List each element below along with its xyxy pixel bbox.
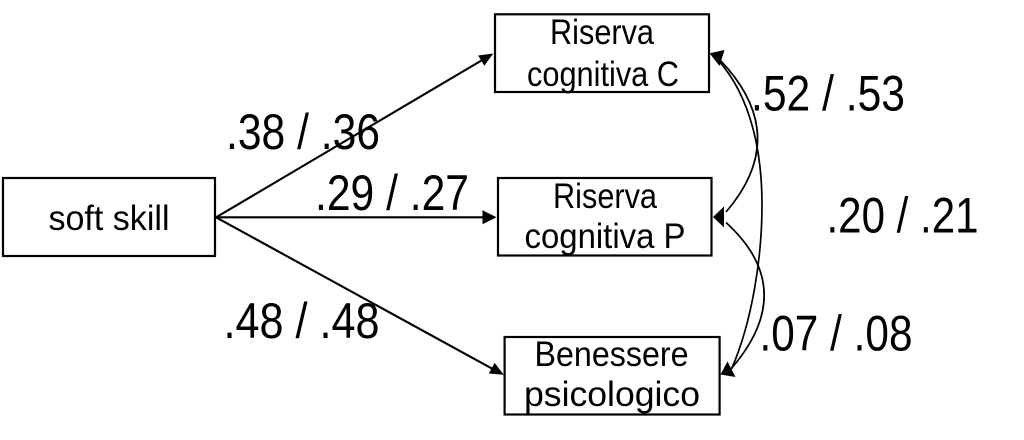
svg-text:.29 / .27: .29 / .27 (315, 165, 469, 221)
svg-text:psicologico: psicologico (524, 375, 700, 414)
svg-text:.48 / .48: .48 / .48 (224, 293, 380, 349)
svg-text:.20 / .21: .20 / .21 (827, 188, 979, 244)
svg-text:Riserva: Riserva (553, 177, 657, 216)
svg-text:Benessere: Benessere (535, 335, 689, 374)
svg-text:.52 / .53: .52 / .53 (751, 66, 905, 122)
svg-text:cognitiva P: cognitiva P (525, 217, 686, 256)
svg-text:.38 / .36: .38 / .36 (226, 104, 380, 160)
svg-text:soft skill: soft skill (49, 199, 170, 238)
svg-text:cognitiva C: cognitiva C (527, 55, 679, 94)
svg-text:.07 / .08: .07 / .08 (760, 305, 913, 361)
svg-text:Riserva: Riserva (550, 13, 654, 52)
